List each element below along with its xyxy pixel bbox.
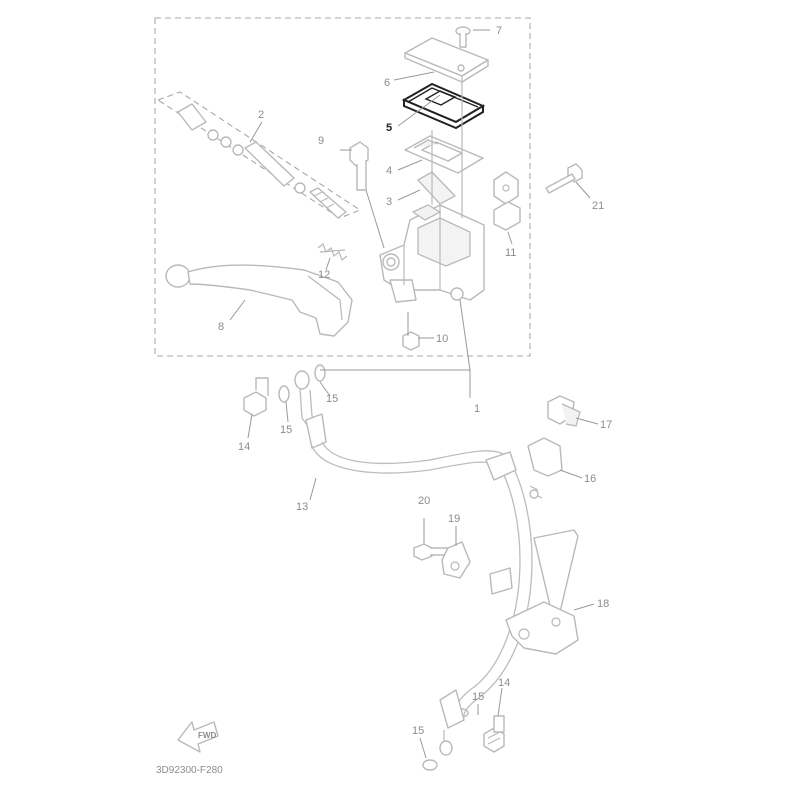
leader-lines [229,29,599,759]
holder-bracket-part-16[interactable] [527,437,563,499]
callout-10: 10 [436,333,448,345]
callout-15-lower-left: 15 [412,725,424,737]
callout-12: 12 [318,269,330,281]
callout-16: 16 [584,473,596,485]
washer-part-15-lower-left[interactable] [422,759,438,771]
clamp-bolt-part-21[interactable] [545,163,583,194]
callout-9: 9 [318,135,324,147]
callout-3: 3 [386,196,392,208]
callout-14-lower: 14 [498,677,510,689]
brake-hose-part-13[interactable] [294,370,533,756]
master-cylinder-body[interactable] [379,204,485,303]
callout-8: 8 [218,321,224,333]
fwd-label: FWD [198,731,216,740]
nut-part-10[interactable] [402,331,420,351]
callout-15-lower-right: 15 [472,691,484,703]
callout-18: 18 [597,598,609,610]
callout-6: 6 [384,77,390,89]
callout-15-upper-right: 15 [326,393,338,405]
callout-20: 20 [418,495,430,507]
callout-17: 17 [600,419,612,431]
callout-13: 13 [296,501,308,513]
washer-part-15-upper-left[interactable] [278,385,290,403]
hose-guide-part-17[interactable] [547,395,581,427]
callout-7: 7 [496,25,502,37]
callout-21: 21 [592,200,604,212]
callout-4: 4 [386,165,392,177]
spring-part-12[interactable] [317,243,348,261]
callout-1: 1 [474,403,480,415]
diaphragm-part-5[interactable] [401,82,486,130]
hose-band [489,567,513,595]
callout-15-upper-left: 15 [280,424,292,436]
drawing-code: 3D92300-F280 [156,765,223,776]
callout-19: 19 [448,513,460,525]
assembly-boundary [154,17,531,357]
clamp-holder-part-11[interactable] [493,171,521,231]
float-plate-part-3[interactable] [416,171,457,205]
bracket-part-18[interactable] [505,529,579,655]
brake-lever-part-8[interactable] [165,264,353,337]
callout-11: 11 [505,247,516,259]
callout-2: 2 [258,109,264,121]
forward-direction-arrow: FWD [177,721,219,753]
union-bolt-part-14-lower[interactable] [483,715,505,753]
screw-part-7[interactable] [455,26,471,48]
piston-kit-part-2[interactable] [177,103,347,219]
diaphragm-holder-part-4[interactable] [404,135,484,174]
washer-part-15-upper-right[interactable] [314,364,326,382]
bolt-part-9[interactable] [349,141,369,191]
callout-14-upper: 14 [238,441,250,453]
hose-holder-part-19[interactable] [441,541,471,579]
union-bolt-part-14-upper[interactable] [243,377,269,417]
callout-5-highlighted: 5 [386,122,392,134]
